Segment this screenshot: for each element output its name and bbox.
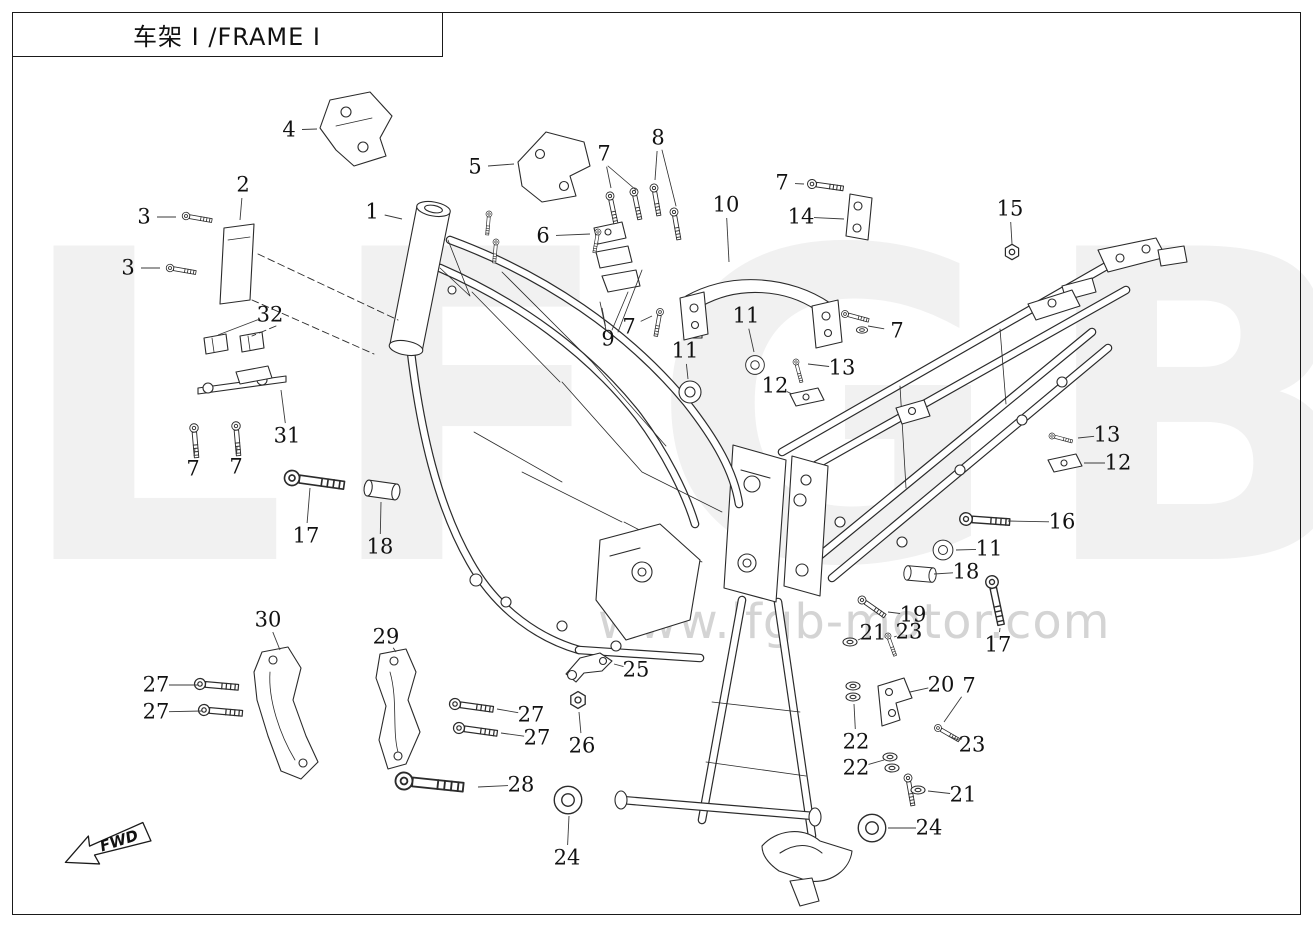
center-stand <box>614 595 853 907</box>
main-frame <box>405 235 908 663</box>
head-tube <box>388 200 451 357</box>
title-block: 车架 I /FRAME I <box>12 12 443 57</box>
upper-cross-bracket <box>679 279 843 349</box>
small-brackets <box>197 91 1083 780</box>
rear-subframe <box>777 237 1188 583</box>
page-title: 车架 I /FRAME I <box>133 22 321 51</box>
fwd-arrow-icon: FWD <box>64 821 152 865</box>
fwd-label: FWD <box>98 826 141 855</box>
pivot-plates <box>723 444 829 603</box>
